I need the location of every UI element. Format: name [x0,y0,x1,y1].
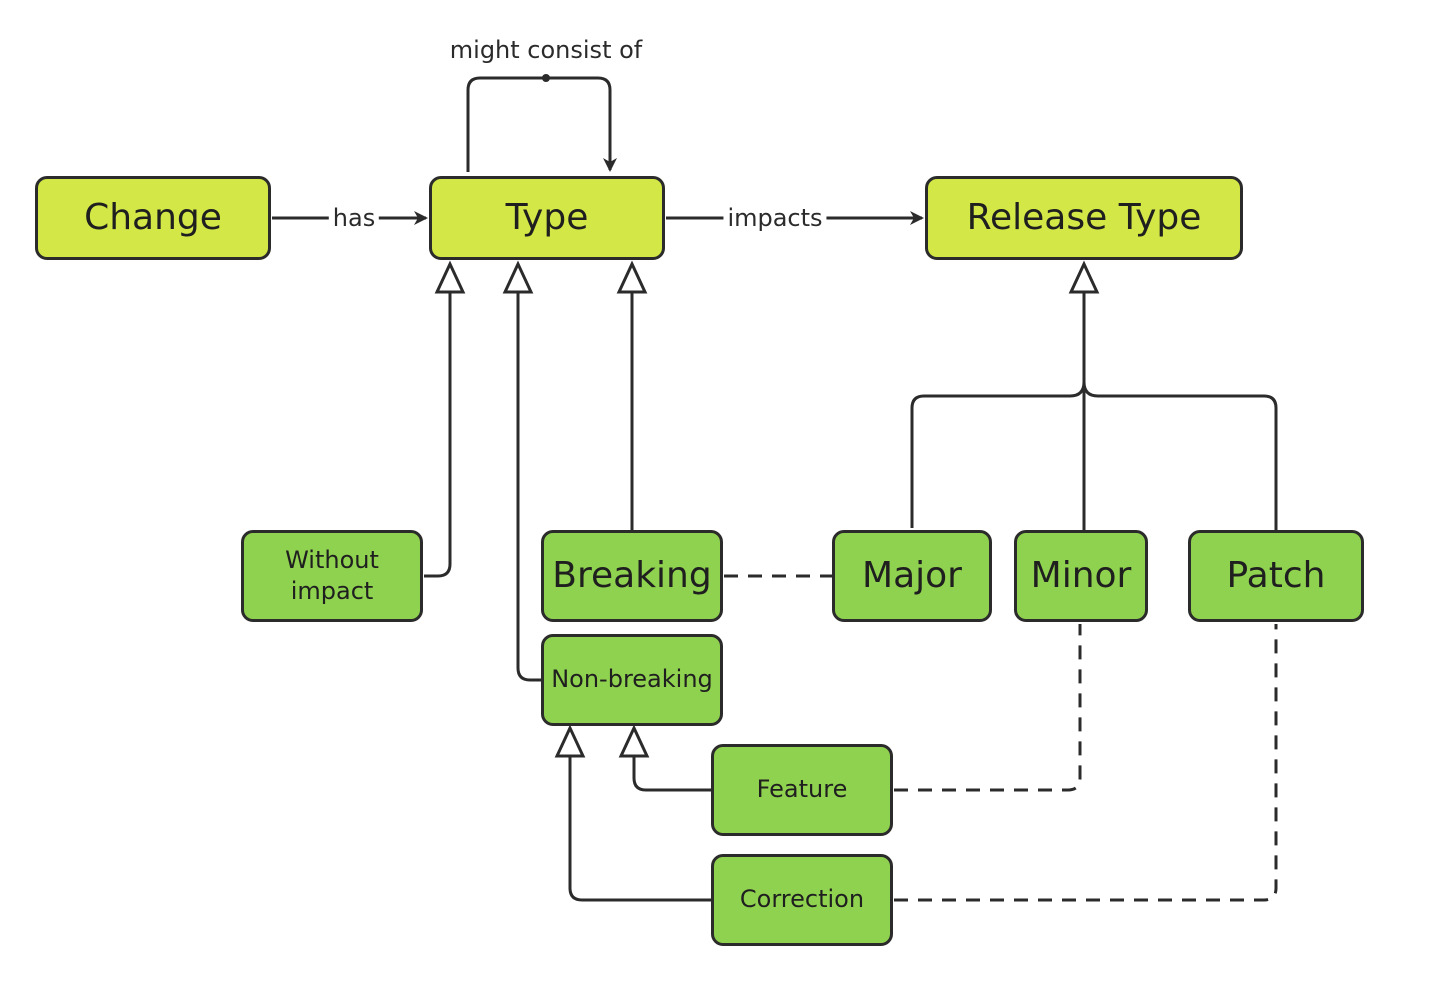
node-type-label: Type [505,196,589,238]
inheritance-arrow-breaking [616,260,648,294]
edge-without-impact-to-type [424,292,452,578]
node-change[interactable]: Change [35,176,271,260]
node-breaking-label: Breaking [552,554,712,596]
node-release-type[interactable]: Release Type [925,176,1243,260]
dashed-feature-minor [894,624,1082,792]
edge-correction-to-non-breaking [568,756,712,902]
edge-self-loop [466,76,617,172]
node-release-type-label: Release Type [966,196,1202,238]
inheritance-arrow-without-impact [434,260,466,294]
edge-label-might-consist-of: might consist of [449,36,643,64]
edge-label-has: has [328,204,380,232]
node-feature-label: Feature [756,775,848,804]
edge-feature-to-non-breaking [632,756,712,792]
node-non-breaking[interactable]: Non-breaking [541,634,723,726]
inheritance-arrow-feature [618,724,650,758]
node-feature[interactable]: Feature [711,744,893,836]
node-breaking[interactable]: Breaking [541,530,723,622]
node-without-impact[interactable]: Without impact [241,530,423,622]
node-without-impact-label: Without impact [285,545,379,605]
node-major-label: Major [862,554,962,596]
node-type[interactable]: Type [429,176,665,260]
node-minor[interactable]: Minor [1014,530,1148,622]
inheritance-arrow-correction [554,724,586,758]
inheritance-arrow-release-type [1068,260,1100,294]
node-correction[interactable]: Correction [711,854,893,946]
edge-release-subtypes-to-release-type [910,292,1278,530]
node-patch[interactable]: Patch [1188,530,1364,622]
node-minor-label: Minor [1030,554,1132,596]
node-major[interactable]: Major [832,530,992,622]
edge-non-breaking-to-type [516,292,542,682]
edge-label-impacts: impacts [723,204,827,232]
inheritance-arrow-non-breaking [502,260,534,294]
dashed-correction-patch [894,624,1278,902]
node-correction-label: Correction [739,885,865,914]
node-non-breaking-label: Non-breaking [551,665,713,694]
node-patch-label: Patch [1226,554,1326,596]
node-change-label: Change [84,196,222,238]
self-loop-midpoint [542,74,550,82]
